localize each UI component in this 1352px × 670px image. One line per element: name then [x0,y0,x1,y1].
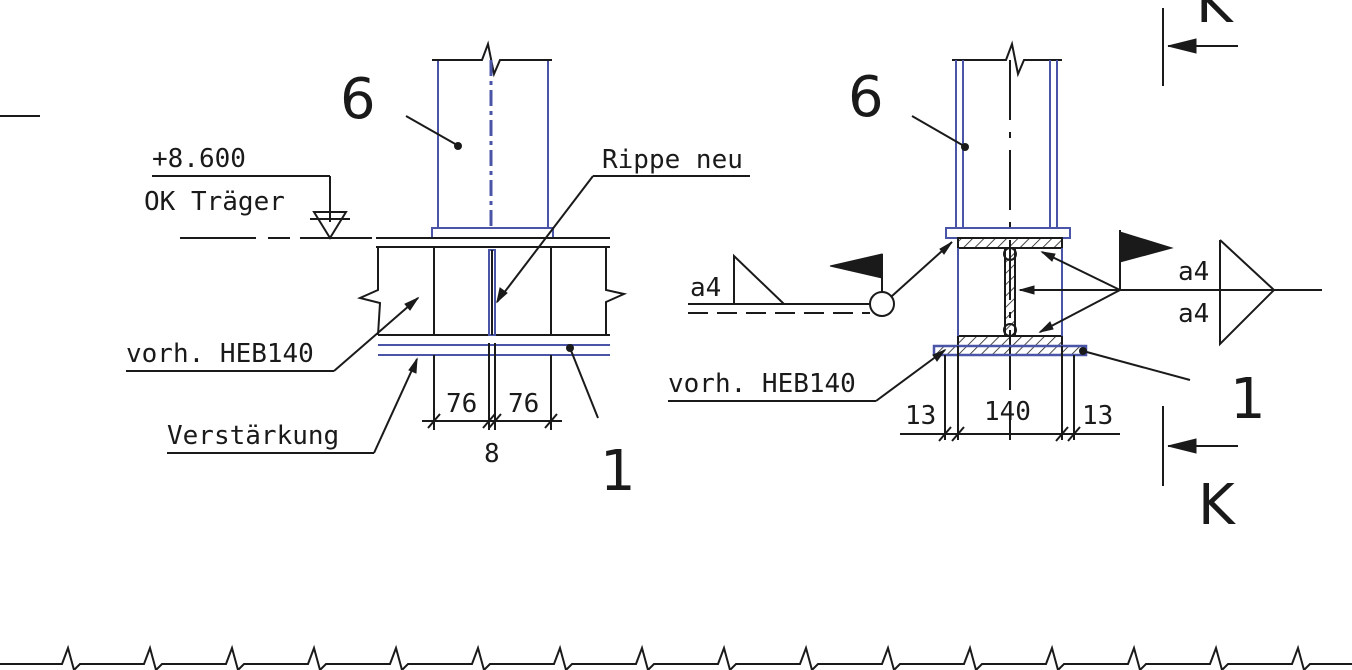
right-existing-section-label: vorh. HEB140 [668,369,856,399]
left-existing-section-label: vorh. HEB140 [126,339,314,369]
left-dimension: 76 76 8 [422,389,562,469]
section-letter-bottom: K [1198,473,1236,538]
right-part-number: 1 [1230,367,1266,432]
section-marker: K K [1162,0,1238,538]
left-weld-symbol: a4 [688,241,953,317]
left-dim-8: 8 [484,439,500,469]
all-around-circle [869,291,895,317]
rib-label: Rippe neu [602,145,743,175]
left-dim-76-a: 76 [446,389,477,419]
right-weld-a4-bottom: a4 [1178,299,1209,329]
top-of-beam-text: OK Träger [144,187,285,217]
right-dimension: 13 140 13 [900,397,1120,442]
right-dim-13-a: 13 [905,401,936,431]
left-view: +8.600 OK Träger 6 Rippe neu vorh. HEB14… [126,40,750,504]
right-view: 6 a4 a4 a4 [668,40,1322,442]
heb-section [932,237,1088,440]
elevation-text: +8.600 [152,144,246,174]
left-beam [356,237,628,430]
reinforcement-label: Verstärkung [167,421,339,451]
left-part-number: 1 [600,439,636,504]
left-column [432,40,552,228]
right-dim-140: 140 [984,397,1031,427]
right-weld-a4-top: a4 [1178,257,1209,287]
right-dim-13-b: 13 [1082,401,1113,431]
right-weld-symbol: a4 a4 [1018,230,1322,347]
section-letter-top: K [1196,0,1234,36]
right-position-number: 6 [848,65,884,130]
left-weld-a4: a4 [690,273,721,303]
left-head-plate [431,227,554,239]
bottom-break-line [0,644,1352,670]
elevation-marker: +8.600 OK Träger [144,144,372,240]
field-weld-flag-right [1119,231,1174,263]
left-dim-76-b: 76 [508,389,539,419]
right-head-plate [945,227,1071,239]
field-weld-flag-left [829,253,883,279]
level-triangle [312,211,348,240]
left-position-number: 6 [340,67,376,132]
